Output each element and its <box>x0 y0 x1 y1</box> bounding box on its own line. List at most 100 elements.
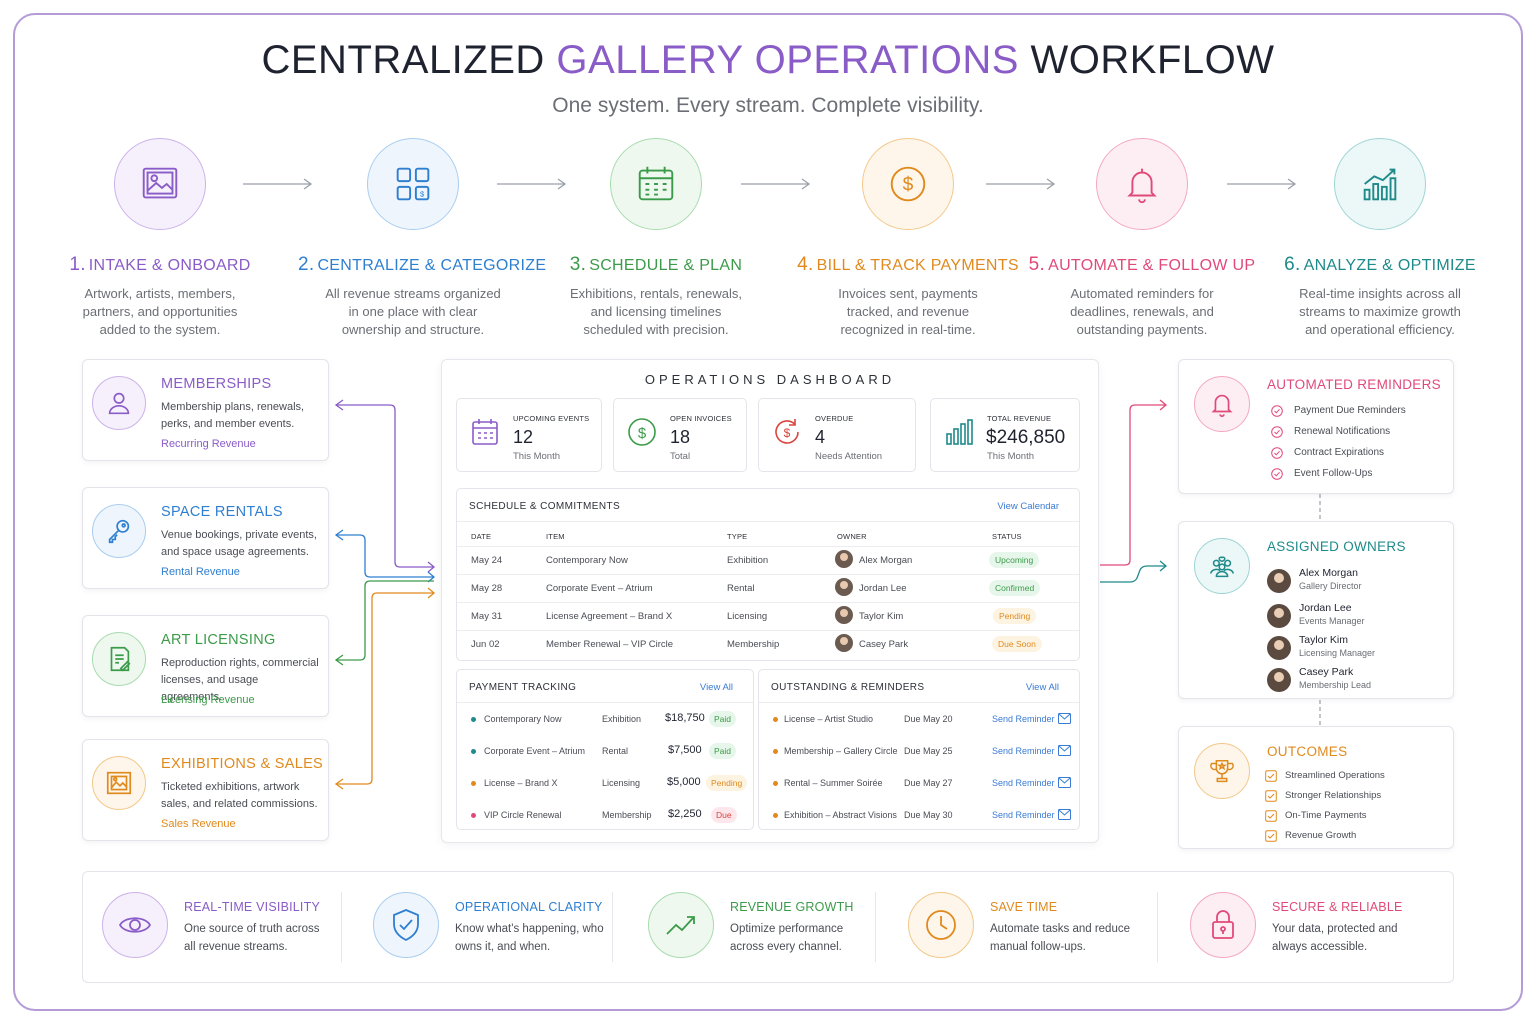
column-header-status: Status <box>992 532 1022 541</box>
card-description: Venue bookings, private events, and spac… <box>161 529 317 558</box>
kpi-label: Overdue <box>815 414 854 423</box>
send-reminder-button[interactable]: Send Reminder <box>992 810 1055 820</box>
step-automate: 5.Automate & Follow Up Automated reminde… <box>1027 138 1257 339</box>
mail-icon[interactable] <box>1058 713 1071 724</box>
table-row[interactable]: May 28 Corporate Event – Atrium Rental J… <box>457 575 1079 602</box>
payment-row[interactable]: License – Brand X Licensing $5,000 Pendi… <box>457 768 753 800</box>
revenue-label: Sales Revenue <box>161 818 236 830</box>
arrow-right-icon <box>243 178 313 190</box>
benefit-item: Secure & Reliable Your data, protected a… <box>1190 872 1430 984</box>
step-description: Real-time insights across all streams to… <box>1299 286 1461 337</box>
dashboard-title: OPERATIONS DASHBOARD <box>644 372 896 387</box>
clock-icon <box>908 892 974 958</box>
kpi-sub: This Month <box>513 451 560 462</box>
card-automated-reminders: Automated Reminders Payment Due Reminder… <box>1178 359 1454 494</box>
trend-up-icon <box>648 892 714 958</box>
outer-frame <box>13 13 1523 1011</box>
send-reminder-button[interactable]: Send Reminder <box>992 746 1055 756</box>
bell-icon <box>1096 138 1188 230</box>
status-badge: Due <box>711 807 737 823</box>
table-row[interactable]: May 31 License Agreement – Brand X Licen… <box>457 603 1079 630</box>
checkbox-icon <box>1265 770 1277 782</box>
card-art-licensing[interactable]: Art Licensing Reproduction rights, comme… <box>82 615 329 717</box>
svg-text:$: $ <box>638 425 647 442</box>
mail-icon[interactable] <box>1058 745 1071 756</box>
column-header-date: Date <box>471 532 492 541</box>
card-title: Assigned Owners <box>1267 539 1406 554</box>
trophy-icon <box>1194 743 1250 799</box>
svg-text:$: $ <box>784 426 791 440</box>
step-description: Exhibitions, rentals, renewals, and lice… <box>570 286 742 337</box>
payment-row[interactable]: Contemporary Now Exhibition $18,750 Paid <box>457 704 753 736</box>
view-all-link[interactable]: View All <box>1025 682 1059 693</box>
overdue-icon: $ <box>775 419 799 444</box>
avatar <box>1267 604 1291 628</box>
svg-text:$: $ <box>903 175 914 196</box>
revenue-label: Recurring Revenue <box>161 438 256 450</box>
table-row[interactable]: May 24 Contemporary Now Exhibition Alex … <box>457 547 1079 574</box>
eye-icon <box>102 892 168 958</box>
payment-row[interactable]: Corporate Event – Atrium Rental $7,500 P… <box>457 736 753 768</box>
view-calendar-link[interactable]: View Calendar <box>997 501 1059 512</box>
check-circle-icon <box>1271 468 1283 480</box>
reminder-row: Membership – Gallery Circle Due May 25 S… <box>759 736 1079 768</box>
send-reminder-button[interactable]: Send Reminder <box>992 778 1055 788</box>
card-title: Exhibitions & Sales <box>161 756 324 772</box>
framed-art-icon <box>92 756 146 810</box>
key-icon <box>92 504 146 558</box>
table-row[interactable]: Jun 02 Member Renewal – VIP Circle Membe… <box>457 631 1079 658</box>
avatar <box>1267 636 1291 660</box>
kpi-label: Open Invoices <box>670 414 732 423</box>
outstanding-reminders-panel: Outstanding & Reminders View All License… <box>758 669 1080 830</box>
card-title: Automated Reminders <box>1267 377 1441 392</box>
dollar-icon: $ <box>628 418 656 446</box>
send-reminder-button[interactable]: Send Reminder <box>992 714 1055 724</box>
avatar <box>1267 569 1291 593</box>
payment-row[interactable]: VIP Circle Renewal Membership $2,250 Due <box>457 800 753 832</box>
step-billing: $ 4.Bill & Track Payments Invoices sent,… <box>793 138 1023 339</box>
status-badge: Pending <box>706 775 748 791</box>
view-all-link[interactable]: View All <box>699 682 733 693</box>
card-title: Memberships <box>161 376 272 392</box>
svg-text:$: $ <box>420 189 425 198</box>
kpi-upcoming-events[interactable]: Upcoming Events 12 This Month <box>456 398 602 472</box>
column-header-item: Item <box>546 532 565 541</box>
page-title: CENTRALIZED GALLERY OPERATIONS WORKFLOW <box>261 38 1275 82</box>
benefit-item: Revenue Growth Optimize performance acro… <box>648 872 888 984</box>
step-description: Artwork, artists, members, partners, and… <box>82 286 238 337</box>
card-title: Space Rentals <box>161 504 283 520</box>
kpi-value: 12 <box>513 427 534 447</box>
calendar-icon <box>472 419 498 445</box>
check-circle-icon <box>1271 426 1283 438</box>
step-title: 2.Centralize & Categorize <box>298 254 547 275</box>
page-subtitle: One system. Every stream. Complete visib… <box>552 94 984 117</box>
panel-title: Payment Tracking <box>469 682 577 693</box>
benefit-item: Operational Clarity Know what's happenin… <box>373 872 613 984</box>
team-icon <box>1194 538 1250 594</box>
bar-chart-icon <box>946 419 973 445</box>
kpi-open-invoices[interactable]: $ Open Invoices 18 Total <box>613 398 747 472</box>
card-exhibitions-sales[interactable]: Exhibitions & Sales Ticketed exhibitions… <box>82 739 329 841</box>
step-intake: 1.Intake & Onboard Artwork, artists, mem… <box>45 138 275 339</box>
mail-icon[interactable] <box>1058 777 1071 788</box>
kpi-value: 4 <box>815 427 826 447</box>
mail-icon[interactable] <box>1058 809 1071 820</box>
user-icon <box>92 376 146 430</box>
step-description: Invoices sent, payments tracked, and rev… <box>838 286 978 337</box>
kpi-total-revenue[interactable]: Total Revenue $246,850 This Month <box>930 398 1080 472</box>
step-title: 5.Automate & Follow Up <box>1028 254 1256 275</box>
image-icon <box>114 138 206 230</box>
payment-tracking-panel: Payment Tracking View All Contemporary N… <box>456 669 754 830</box>
revenue-label: Rental Revenue <box>161 566 240 578</box>
card-space-rentals[interactable]: Space Rentals Venue bookings, private ev… <box>82 487 329 589</box>
kpi-sub: Needs Attention <box>815 451 883 462</box>
shield-check-icon <box>373 892 439 958</box>
kpi-overdue[interactable]: $ Overdue 4 Needs Attention <box>758 398 916 472</box>
card-memberships[interactable]: Memberships Membership plans, renewals, … <box>82 359 329 461</box>
avatar <box>835 634 853 652</box>
kpi-sub: This Month <box>987 451 1034 462</box>
